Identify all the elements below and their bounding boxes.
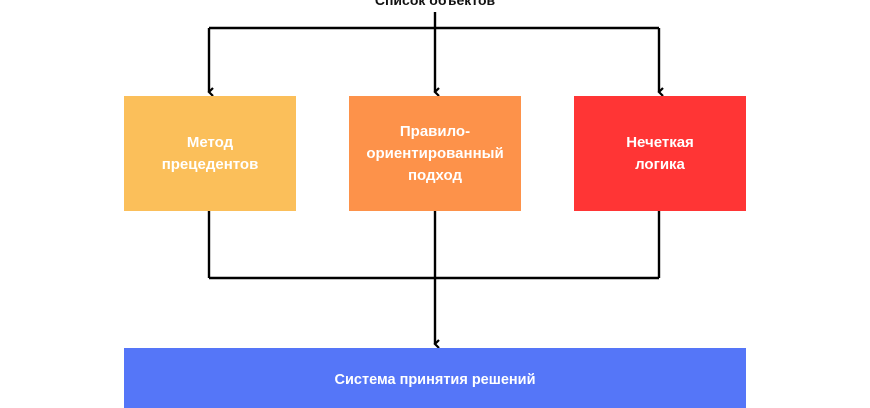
method-box-case-based: Метод прецедентов <box>124 96 296 211</box>
diagram-title: Список объектов <box>374 0 496 8</box>
decision-system-label: Система принятия решений <box>334 372 536 388</box>
method-box-label: Метод прецедентов <box>161 133 259 173</box>
method-box-rule-based: Правило- ориентированный подход <box>349 96 521 211</box>
method-box-fuzzy-logic: Нечеткая логика <box>574 96 746 211</box>
method-box-label: Правило- ориентированный подход <box>366 122 504 184</box>
method-box-label: Нечеткая логика <box>626 133 694 173</box>
decision-system-box: Система принятия решений <box>124 348 746 408</box>
